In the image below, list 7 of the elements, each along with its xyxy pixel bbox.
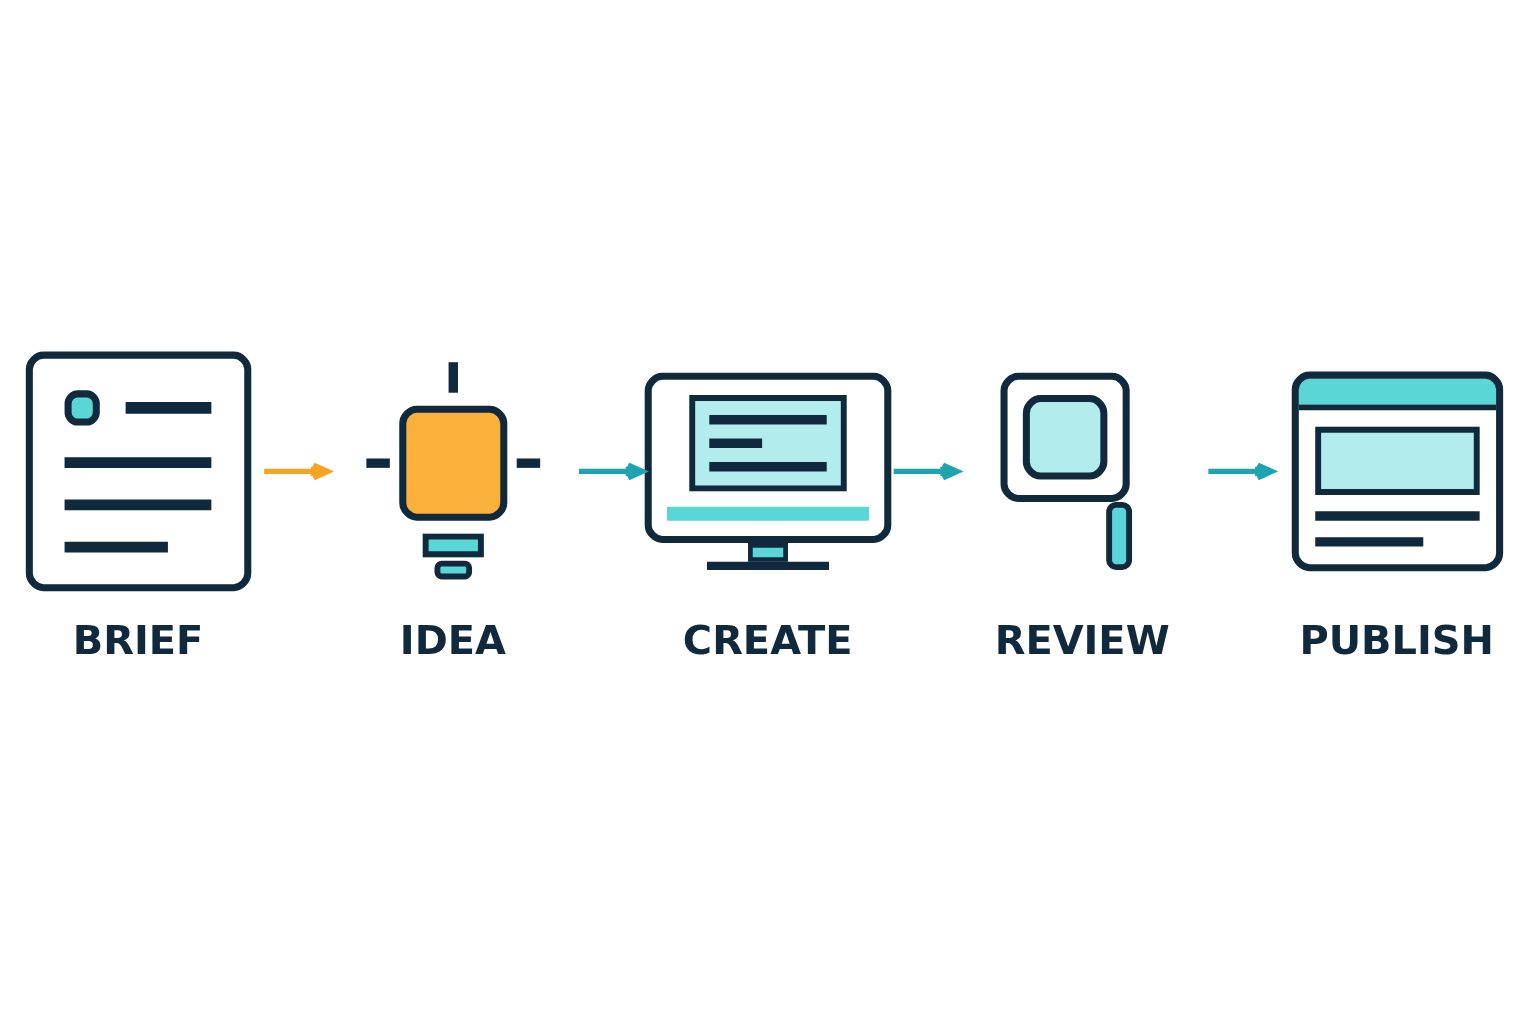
arrow	[1208, 461, 1275, 480]
node-label: CREATE	[682, 616, 853, 663]
node-label: PUBLISH	[1299, 616, 1494, 663]
node-label: BRIEF	[72, 616, 204, 663]
arrow	[264, 461, 331, 480]
node-label: REVIEW	[994, 616, 1170, 663]
node-label: IDEA	[399, 616, 506, 663]
